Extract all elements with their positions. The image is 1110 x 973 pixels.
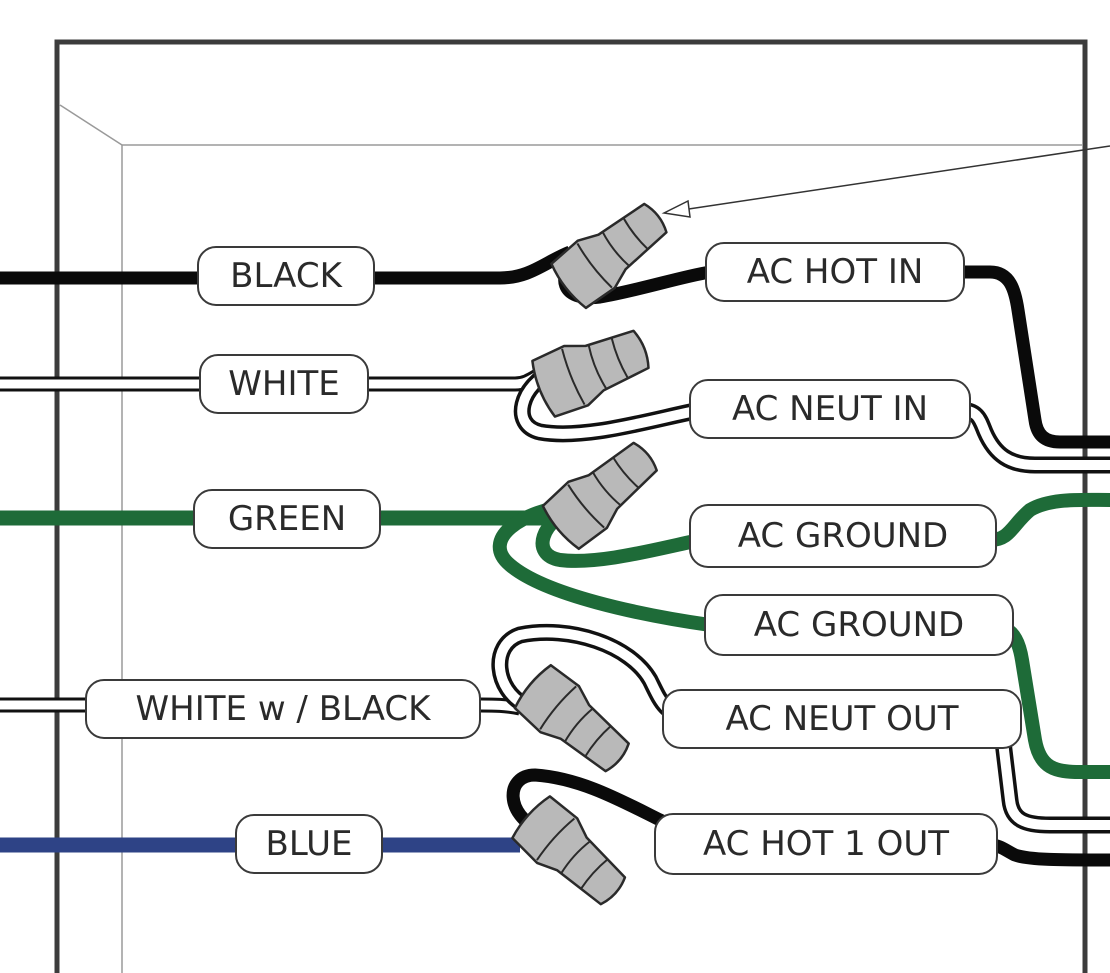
svg-text:WHITE: WHITE bbox=[228, 364, 339, 404]
label-blue: BLUE bbox=[235, 814, 383, 874]
wire-nut-icon bbox=[531, 329, 650, 418]
label-black: BLACK bbox=[197, 246, 375, 306]
svg-text:AC NEUT IN: AC NEUT IN bbox=[732, 389, 928, 429]
wire-nut-icon bbox=[513, 663, 630, 773]
label-ac-neut-in: AC NEUT IN bbox=[689, 379, 971, 439]
svg-text:AC GROUND: AC GROUND bbox=[738, 516, 948, 556]
label-green: GREEN bbox=[193, 489, 381, 549]
wire-nut-icon bbox=[511, 795, 627, 906]
arrow-pointer bbox=[661, 145, 1110, 218]
ac-ground-2-wire bbox=[492, 498, 1110, 779]
label-white-w-black: WHITE w / BLACK bbox=[85, 679, 481, 739]
ac-neut-out-wire bbox=[491, 623, 1110, 834]
label-ac-ground-1: AC GROUND bbox=[689, 504, 997, 568]
label-ac-ground-2: AC GROUND bbox=[704, 594, 1014, 656]
label-ac-hot-1-out: AC HOT 1 OUT bbox=[654, 813, 998, 875]
label-white: WHITE bbox=[199, 354, 369, 414]
ac-neut-in-wire bbox=[513, 362, 1110, 474]
svg-text:BLUE: BLUE bbox=[266, 824, 353, 864]
svg-text:AC NEUT OUT: AC NEUT OUT bbox=[725, 699, 958, 739]
wire-nut-icon bbox=[550, 202, 668, 310]
label-ac-neut-out: AC NEUT OUT bbox=[662, 689, 1022, 749]
svg-text:BLACK: BLACK bbox=[230, 256, 343, 296]
label-ac-hot-in: AC HOT IN bbox=[705, 242, 965, 302]
box-perspective-line bbox=[59, 104, 123, 146]
svg-text:WHITE w / BLACK: WHITE w / BLACK bbox=[136, 689, 433, 729]
svg-text:AC GROUND: AC GROUND bbox=[754, 605, 964, 645]
svg-text:AC HOT 1 OUT: AC HOT 1 OUT bbox=[703, 824, 949, 864]
svg-text:AC HOT IN: AC HOT IN bbox=[747, 252, 924, 292]
wire-nut-icon bbox=[541, 441, 658, 551]
svg-text:GREEN: GREEN bbox=[228, 499, 346, 539]
